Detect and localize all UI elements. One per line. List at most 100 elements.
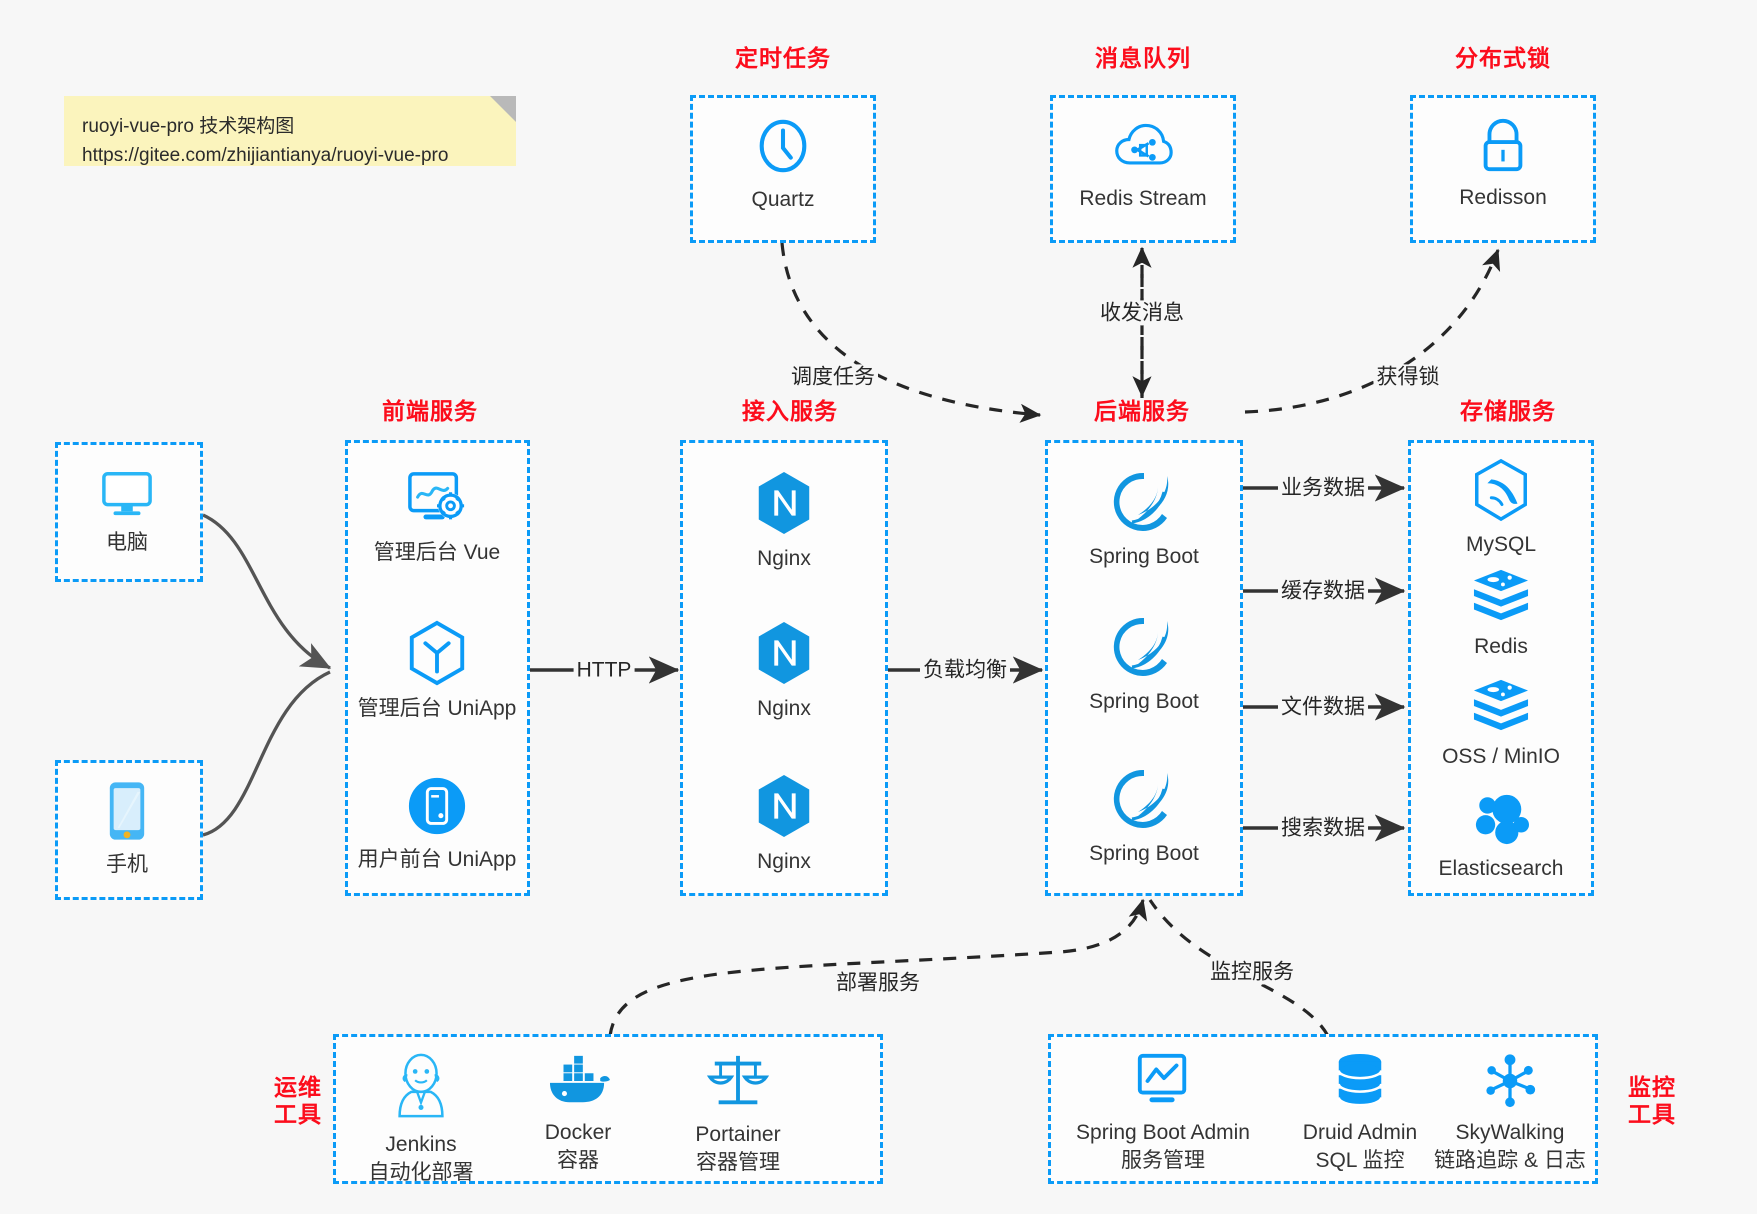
node-redisson[interactable]: Redisson (1423, 115, 1583, 212)
node-label: OSS / MinIO (1442, 745, 1560, 768)
node-label: Elasticsearch (1438, 857, 1564, 880)
group-title-devops-line2: 工具 (274, 1101, 322, 1128)
edge-label-file-data: 文件数据 (1278, 694, 1368, 720)
edge-acquire-lock (1244, 248, 1501, 414)
padlock-icon (1474, 115, 1532, 175)
jenkins-butler-icon (389, 1052, 453, 1122)
group-title-devops-line1: 运维 (274, 1074, 322, 1100)
node-spring-boot-admin[interactable]: Spring Boot Admin 服务管理 (1068, 1052, 1258, 1174)
node-admin-uniapp[interactable]: 管理后台 UniApp (357, 620, 517, 723)
edge-pc-to-frontend (202, 513, 332, 670)
node-user-uniapp[interactable]: 用户前台 UniApp (357, 775, 517, 874)
clock-icon (752, 115, 814, 177)
note-fold-corner (490, 96, 516, 122)
node-oss-minio[interactable]: OSS / MinIO (1421, 678, 1581, 771)
desktop-monitor-icon (98, 468, 156, 520)
node-label: Quartz (751, 188, 815, 211)
node-skywalking[interactable]: SkyWalking 链路追踪 & 日志 (1415, 1052, 1605, 1174)
node-spring-boot-2[interactable]: Spring Boot (1064, 615, 1224, 716)
smartphone-icon (106, 780, 148, 842)
node-redis-stream[interactable]: Redis Stream (1063, 118, 1223, 213)
node-label: Spring Boot (1089, 690, 1199, 713)
node-sublabel: 容器 (557, 1148, 599, 1172)
node-mysql[interactable]: MySQL (1421, 458, 1581, 559)
spring-boot-leaf-icon (1112, 615, 1176, 679)
node-spring-boot-1[interactable]: Spring Boot (1064, 470, 1224, 571)
node-label: 手机 (106, 853, 148, 876)
node-label: 管理后台 Vue (373, 541, 501, 564)
node-sublabel: 链路追踪 & 日志 (1434, 1148, 1586, 1172)
dashboard-gear-icon (405, 470, 469, 530)
redis-stack-icon (1470, 568, 1532, 624)
group-box-devops (333, 1034, 883, 1184)
node-spring-boot-3[interactable]: Spring Boot (1064, 767, 1224, 868)
node-label: Spring Boot (1089, 545, 1199, 568)
note-title: ruoyi-vue-pro 技术架构图 (82, 116, 295, 137)
group-title-scheduler: 定时任务 (735, 45, 831, 71)
node-label: Spring Boot (1089, 842, 1199, 865)
group-title-storage: 存储服务 (1460, 398, 1556, 424)
nginx-icon (754, 620, 814, 686)
node-druid-admin[interactable]: Druid Admin SQL 监控 (1265, 1052, 1455, 1174)
edge-label-http: HTTP (573, 657, 635, 683)
node-nginx-3[interactable]: Nginx (704, 773, 864, 876)
node-label: Portainer (695, 1123, 781, 1146)
edge-label-deploy-service: 部署服务 (833, 970, 923, 996)
docker-whale-icon (544, 1052, 612, 1110)
scales-balance-icon (706, 1052, 770, 1112)
node-portainer[interactable]: Portainer 容器管理 (658, 1052, 818, 1176)
node-label: Redis (1474, 635, 1528, 658)
edge-deploy-service (608, 898, 1148, 1037)
node-redis[interactable]: Redis (1421, 568, 1581, 661)
edge-mobile-to-frontend (202, 670, 331, 837)
node-pc[interactable]: 电脑 (47, 468, 207, 557)
node-jenkins[interactable]: Jenkins 自动化部署 (341, 1052, 501, 1186)
spring-boot-leaf-icon (1112, 767, 1176, 831)
group-title-devops: 运维 工具 (258, 1074, 338, 1128)
edge-label-load-balance: 负载均衡 (920, 657, 1010, 683)
group-title-backend: 后端服务 (1094, 398, 1190, 424)
group-title-gateway: 接入服务 (742, 398, 838, 424)
node-label: Nginx (757, 697, 811, 720)
node-label: Nginx (757, 850, 811, 873)
nginx-icon (754, 773, 814, 839)
edge-label-biz-data: 业务数据 (1278, 475, 1368, 501)
uniapp-hexagon-icon (405, 620, 469, 686)
edge-label-acquire-lock: 获得锁 (1373, 364, 1443, 390)
node-label: Docker (544, 1121, 612, 1144)
node-label: SkyWalking (1455, 1121, 1565, 1144)
node-nginx-2[interactable]: Nginx (704, 620, 864, 723)
edge-label-schedule-task: 调度任务 (788, 364, 878, 390)
object-storage-stack-icon (1470, 678, 1532, 734)
group-title-monitor: 监控 工具 (1612, 1074, 1692, 1128)
node-elasticsearch[interactable]: Elasticsearch (1421, 790, 1581, 883)
node-label: Jenkins (385, 1133, 457, 1156)
group-title-mq: 消息队列 (1095, 45, 1191, 71)
node-label: Spring Boot Admin (1076, 1121, 1250, 1144)
node-docker[interactable]: Docker 容器 (498, 1052, 658, 1174)
nginx-icon (754, 470, 814, 536)
edge-label-send-receive: 收发消息 (1097, 300, 1187, 326)
mysql-dolphin-icon (1471, 458, 1531, 522)
legend-sticky-note: ruoyi-vue-pro 技术架构图 https://gitee.com/zh… (64, 96, 516, 166)
node-label: Druid Admin (1302, 1121, 1418, 1144)
node-sublabel: SQL 监控 (1315, 1148, 1405, 1172)
group-title-frontend: 前端服务 (382, 398, 478, 424)
group-title-lock: 分布式锁 (1455, 45, 1551, 71)
node-nginx-1[interactable]: Nginx (704, 470, 864, 573)
node-mobile[interactable]: 手机 (47, 780, 207, 879)
note-url: https://gitee.com/zhijiantianya/ruoyi-vu… (82, 145, 449, 167)
node-label: Redis Stream (1079, 187, 1207, 210)
edge-label-search-data: 搜索数据 (1278, 815, 1368, 841)
node-label: Redisson (1459, 186, 1547, 209)
node-label: 管理后台 UniApp (357, 697, 517, 720)
node-quartz[interactable]: Quartz (703, 115, 863, 214)
node-admin-vue[interactable]: 管理后台 Vue (357, 470, 517, 567)
node-sublabel: 容器管理 (696, 1150, 780, 1174)
spring-boot-leaf-icon (1112, 470, 1176, 534)
edge-label-monitor-service: 监控服务 (1207, 959, 1297, 985)
node-sublabel: 服务管理 (1121, 1148, 1205, 1172)
database-cylinder-icon (1332, 1052, 1388, 1110)
node-sublabel: 自动化部署 (368, 1160, 474, 1184)
